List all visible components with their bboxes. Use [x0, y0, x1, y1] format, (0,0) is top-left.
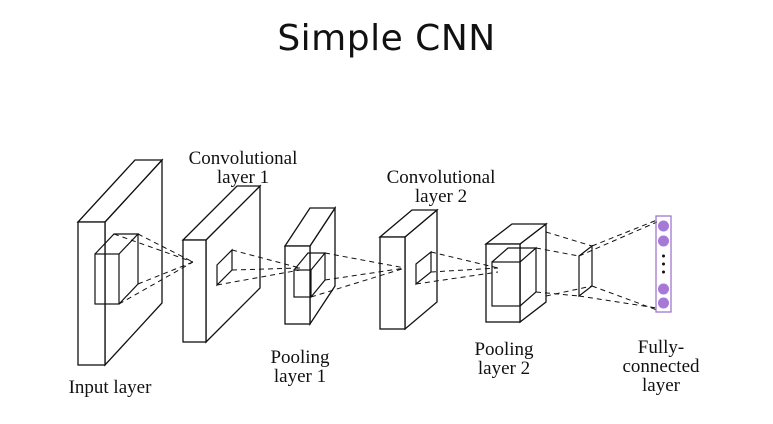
connection-flatten-fc — [578, 219, 658, 311]
conv2-layer-label: Convolutional layer 2 — [386, 167, 496, 207]
connection-input-conv1 — [113, 233, 194, 305]
flatten-plane — [578, 244, 593, 298]
conv1-layer-block — [181, 184, 262, 344]
pool1-layer-block — [283, 205, 337, 327]
connection-pool1-conv2 — [310, 252, 406, 298]
connection-conv2-pool2 — [415, 251, 499, 285]
conv2-layer-block — [378, 208, 439, 331]
fc-neuron — [658, 235, 669, 247]
fc-ellipsis-dot — [662, 254, 665, 258]
fc-neuron — [658, 297, 669, 309]
pool2-layer-block — [484, 222, 548, 324]
input-layer-label: Input layer — [68, 377, 152, 398]
fc-neuron — [658, 220, 669, 232]
conv1-layer-label: Convolutional layer 1 — [188, 148, 298, 188]
fc-layer-label: Fully- connected layer — [622, 337, 700, 396]
pool2-feature-box — [491, 246, 537, 307]
pool2-layer-label: Pooling layer 2 — [474, 339, 534, 379]
page-title: Simple CNN — [277, 18, 496, 59]
fc-ellipsis-dot — [662, 262, 665, 266]
fc-neuron — [658, 283, 669, 295]
input-layer-block — [76, 158, 164, 367]
connection-conv1-pool1 — [216, 249, 301, 286]
input-filter-box — [94, 233, 140, 305]
connection-pool2-flatten — [535, 231, 593, 297]
pool1-layer-label: Pooling layer 1 — [270, 347, 330, 387]
fc-layer — [655, 215, 672, 313]
fc-layer-frame — [655, 215, 672, 313]
fc-ellipsis-dot — [662, 270, 665, 274]
